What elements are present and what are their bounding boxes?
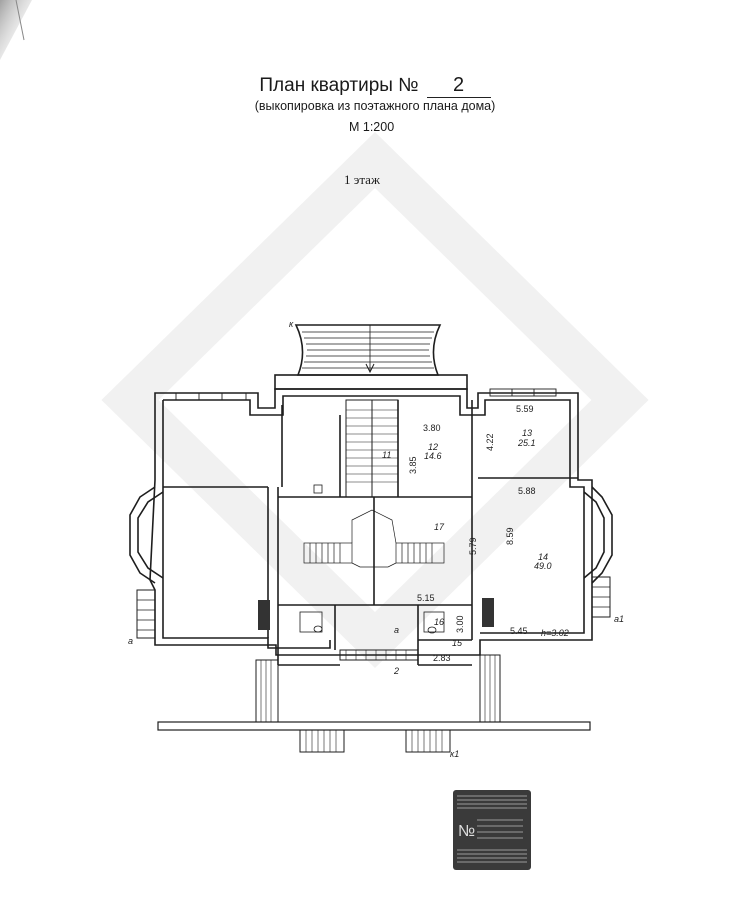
mark-k1: к1 bbox=[450, 749, 459, 759]
registry-stamp: № bbox=[453, 790, 531, 870]
mark-a1: а1 bbox=[614, 614, 624, 624]
dim-3-80: 3.80 bbox=[423, 423, 441, 433]
mark-2: 2 bbox=[393, 666, 399, 676]
room-14-number: 14 bbox=[538, 552, 548, 562]
room-13-area: 25.1 bbox=[517, 438, 536, 448]
svg-text:№: № bbox=[458, 823, 475, 840]
dim-3-85: 3.85 bbox=[408, 456, 418, 474]
room-14-area: 49.0 bbox=[534, 561, 552, 571]
room-12-area: 14.6 bbox=[424, 451, 442, 461]
dim-5-59: 5.59 bbox=[516, 404, 534, 414]
dim-5-88: 5.88 bbox=[518, 486, 536, 496]
dim-5-45: 5.45 bbox=[510, 626, 528, 636]
dim-2-83: 2.83 bbox=[433, 653, 451, 663]
dim-8-59: 8.59 bbox=[505, 527, 515, 545]
room-13-number: 13 bbox=[522, 428, 532, 438]
room-16-number: 16 bbox=[434, 617, 444, 627]
plan-scale: М 1:200 bbox=[349, 120, 395, 134]
apartment-number: 2 bbox=[426, 74, 491, 98]
dim-4-22: 4.22 bbox=[485, 433, 495, 451]
room-11-number: 11 bbox=[382, 450, 391, 460]
dim-5-79: 5.79 bbox=[468, 537, 478, 555]
title-text: План квартиры № bbox=[259, 75, 419, 96]
floor-label: 1 этаж bbox=[344, 172, 380, 187]
mark-k: к bbox=[289, 319, 294, 329]
dim-3-00: 3.00 bbox=[455, 615, 465, 633]
mark-a: а bbox=[128, 636, 133, 646]
ceiling-height: h=3.02 bbox=[541, 628, 569, 638]
plan-title: План квартиры № 2 bbox=[0, 74, 750, 98]
room-a-number: а bbox=[394, 625, 399, 635]
plan-subtitle: (выкопировка из поэтажного плана дома) bbox=[254, 99, 496, 113]
room-12-number: 12 bbox=[428, 442, 438, 452]
stamp-graphic: № bbox=[453, 790, 531, 870]
dim-5-15: 5.15 bbox=[417, 593, 435, 603]
room-17-number: 17 bbox=[434, 522, 445, 532]
room-15-number: 15 bbox=[452, 638, 463, 648]
